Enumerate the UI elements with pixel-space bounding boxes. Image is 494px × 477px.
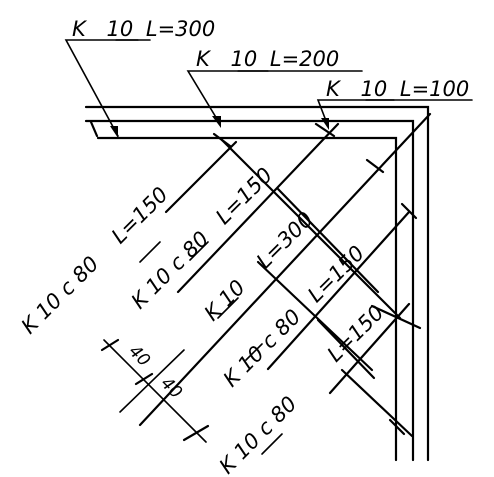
dim-label-a: 40 <box>124 341 153 370</box>
u-d1 <box>139 241 161 263</box>
tick-2 <box>400 202 418 220</box>
diagonal-bar-8 <box>256 260 374 372</box>
tick-6 <box>314 122 336 138</box>
dimension-chain <box>100 338 210 443</box>
diagonal-bar-4 <box>266 210 411 371</box>
corner-outline <box>84 105 430 462</box>
diag-label-1: K 10 c 80 L=150 <box>17 182 173 338</box>
dim-tick-1 <box>100 338 120 352</box>
diagonal-bar-5 <box>328 302 411 395</box>
dimension-labels: 40 40 <box>124 341 185 402</box>
dim-label-b: 40 <box>156 373 185 402</box>
leader-2-arrow <box>212 116 221 128</box>
leader-3-arrow <box>321 118 329 130</box>
leader-2-label: K 10 L=200 <box>196 47 339 71</box>
leader-3-label: K 10 L=100 <box>326 77 469 101</box>
tick-1 <box>365 158 385 174</box>
u-d3 <box>217 297 239 319</box>
edge-mark <box>89 120 99 138</box>
tick-4 <box>388 418 406 436</box>
diag-label-6: K 10 c 80 <box>215 392 302 477</box>
leader-1-arrow <box>110 126 118 138</box>
u-d6 <box>261 433 283 455</box>
leader-2 <box>186 70 363 125</box>
diagonal-bar-10 <box>340 368 414 438</box>
dim-tick-2 <box>134 372 154 386</box>
leader-3 <box>316 99 473 127</box>
tick-5 <box>212 132 232 148</box>
diagonal-bar-3 <box>164 140 238 214</box>
diagonal-bar-1 <box>138 112 432 427</box>
diagonal-bars <box>138 112 432 438</box>
diagonal-bar-7 <box>276 187 380 294</box>
leader-lines <box>64 39 473 138</box>
outer-edge <box>84 105 430 462</box>
u-d4 <box>245 343 263 361</box>
diag-label-2: K 10 c 80 L=150 <box>127 163 278 314</box>
inner-edge <box>84 119 415 462</box>
diagonal-bar-9 <box>316 318 376 380</box>
leader-1-label: K 10 L=300 <box>72 17 215 41</box>
leader-labels: K 10 L=300 K 10 L=200 K 10 L=100 <box>72 17 469 101</box>
leader-1 <box>64 39 139 137</box>
underlines <box>115 39 395 455</box>
dimension-line <box>103 339 207 443</box>
diagonal-bar-2 <box>176 122 340 294</box>
dim-tick-3 <box>182 424 210 442</box>
u-d2 <box>189 241 209 261</box>
rebar-line <box>96 136 398 462</box>
diagonal-bar-6 <box>220 138 402 320</box>
dim-extension <box>119 349 185 413</box>
tick-marks <box>212 122 422 436</box>
tick-3 <box>370 304 422 330</box>
